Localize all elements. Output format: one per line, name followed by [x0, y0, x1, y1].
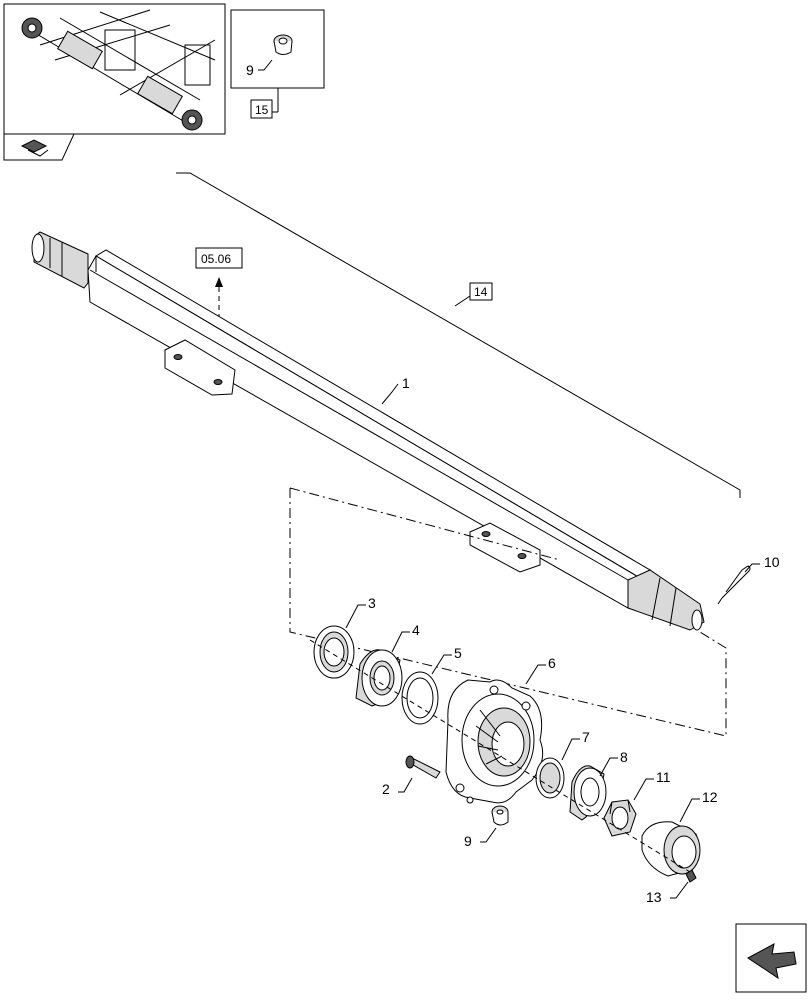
ref-box-0506: 05.06	[201, 252, 231, 266]
screw-13	[685, 869, 697, 883]
ref-box-14: 14	[474, 285, 488, 299]
callout-8: 8	[620, 749, 628, 765]
assembly-14-bracket: 14	[176, 172, 741, 498]
overview-arrow-icon[interactable]	[20, 139, 49, 157]
callout-11: 11	[656, 769, 671, 785]
bearing-8	[569, 765, 607, 821]
callout-13: 13	[646, 889, 662, 905]
stud-2	[405, 755, 441, 779]
callout-9-inset: 9	[246, 62, 254, 78]
callout-6: 6	[548, 655, 556, 671]
cotter-pin	[717, 565, 751, 605]
callout-3: 3	[368, 595, 376, 611]
callout-7: 7	[582, 729, 590, 745]
callout-10: 10	[764, 554, 780, 570]
hub-cap-12	[641, 821, 701, 877]
assembly-axis-line	[309, 639, 691, 873]
callout-1: 1	[402, 375, 410, 391]
hub-envelope-top	[289, 487, 561, 561]
part-9-inset: 9 15	[230, 9, 325, 119]
part-9-inset-drawing	[273, 34, 293, 55]
next-page-arrow-icon[interactable]	[735, 923, 807, 993]
axle-tube	[31, 231, 705, 631]
bearing-4	[355, 649, 403, 707]
race-5	[401, 671, 439, 725]
callout-12: 12	[702, 789, 718, 805]
callout-4: 4	[412, 622, 420, 638]
hub-6	[445, 679, 544, 804]
hub-envelope-line	[289, 488, 727, 737]
callout-2: 2	[382, 781, 390, 797]
callout-9: 9	[464, 833, 472, 849]
ref-box-15: 15	[255, 103, 269, 117]
grease-fitting-9	[491, 805, 509, 826]
overview-inset	[3, 3, 226, 161]
seal-3	[313, 625, 355, 679]
castle-nut-11	[603, 799, 637, 837]
callout-5: 5	[454, 645, 462, 661]
overview-assembly-sketch	[21, 9, 216, 131]
